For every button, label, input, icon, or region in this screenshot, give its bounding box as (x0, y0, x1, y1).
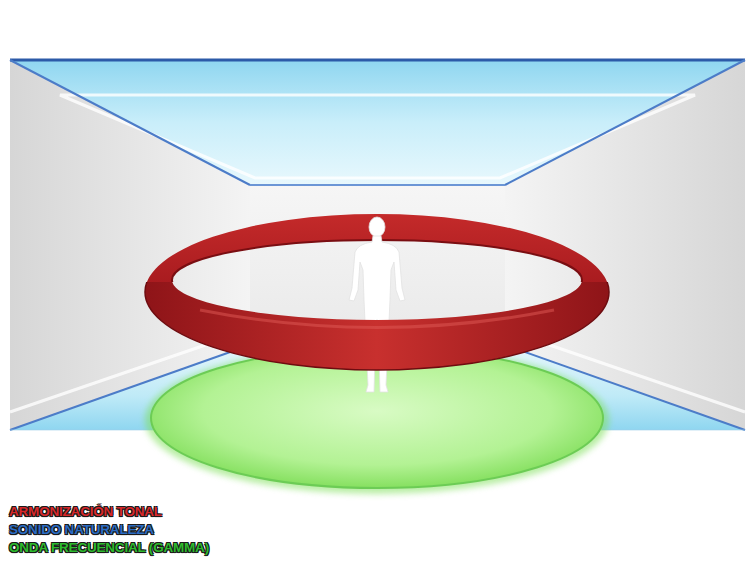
legend-swatch: ARMONIZACIÓN TONAL (9, 504, 162, 519)
legend-row: ARMONIZACIÓN TONAL (9, 503, 209, 521)
ceiling-edge (10, 59, 745, 62)
ring-front (145, 282, 609, 370)
ceiling-edge (505, 60, 745, 185)
legend-swatch: ONDA FRECUENCIAL (GAMMA) (9, 540, 209, 555)
legend-row: ONDA FRECUENCIAL (GAMMA) (9, 539, 209, 557)
legend-text: ONDA FRECUENCIAL (GAMMA) (9, 540, 209, 555)
legend-swatch: SONIDO NATURALEZA (9, 522, 154, 537)
ceiling-edge (10, 60, 250, 185)
legend-text: ARMONIZACIÓN TONAL (9, 504, 162, 519)
ceiling-edge (250, 184, 505, 186)
legend-row: SONIDO NATURALEZA (9, 521, 209, 539)
legend: ARMONIZACIÓN TONAL SONIDO NATURALEZA ONDA … (9, 503, 209, 557)
legend-text: SONIDO NATURALEZA (9, 522, 154, 537)
ceiling-panel (10, 60, 745, 185)
